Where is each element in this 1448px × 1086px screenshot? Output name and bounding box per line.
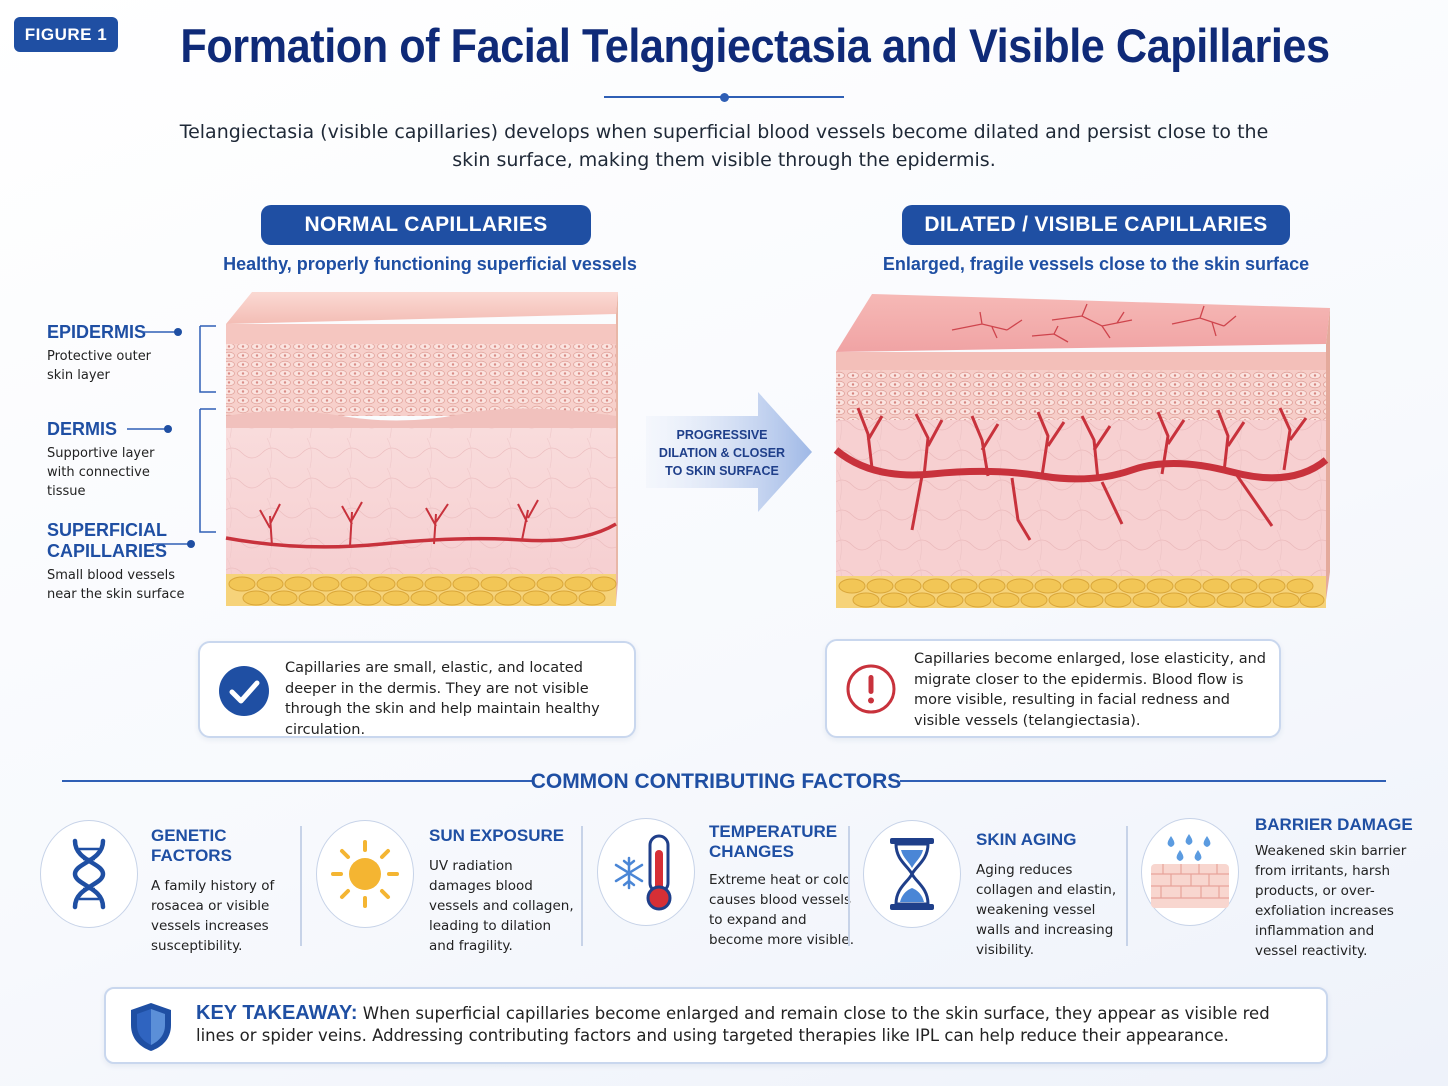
factor-title: GENETIC FACTORS: [151, 826, 232, 865]
factor-desc: Extreme heat or cold causes blood vessel…: [709, 872, 855, 948]
factor-title: SUN EXPOSURE: [429, 826, 565, 845]
layer-label-epidermis: EPIDERMIS Protective outer skin layer: [47, 322, 197, 385]
factor-barrier-damage: BARRIER DAMAGE Weakened skin barrier fro…: [1255, 815, 1415, 961]
factor-icon-circle: [1141, 818, 1239, 926]
layer-connectors: [127, 325, 216, 548]
factor-separator: [848, 826, 850, 946]
checkmark-icon: [219, 666, 269, 716]
layer-title: EPIDERMIS: [47, 322, 147, 342]
hourglass-icon: [890, 838, 934, 910]
layer-label-superficial-capillaries: SUPERFICIAL CAPILLARIES Small blood vess…: [47, 520, 197, 604]
dna-icon: [72, 838, 106, 910]
layer-desc: Small blood vessels near the skin surfac…: [47, 568, 185, 602]
dilated-capillaries-label: DILATED / VISIBLE CAPILLARIES: [902, 205, 1290, 245]
dilated-skin-cross-section: [833, 294, 1330, 608]
factor-separator: [581, 826, 583, 946]
progression-arrow-text: PROGRESSIVE DILATION & CLOSER TO SKIN SU…: [658, 428, 786, 478]
layer-desc: Supportive layer with connective tissue: [47, 446, 155, 499]
sun-icon: [331, 840, 399, 908]
key-takeaway-label: KEY TAKEAWAY:: [196, 1002, 358, 1024]
dilated-info-text: Capillaries become enlarged, lose elasti…: [914, 651, 1267, 729]
progression-arrow: [646, 392, 812, 512]
factor-genetic: GENETIC FACTORS A family history of rosa…: [151, 826, 296, 956]
factor-icon-circle: [863, 820, 961, 928]
factor-desc: UV radiation damages blood vessels and c…: [429, 858, 574, 954]
figure-badge: FIGURE 1: [14, 17, 118, 52]
factor-separator: [300, 826, 302, 946]
factor-desc: A family history of rosacea or visible v…: [151, 878, 275, 954]
skin-barrier-icon: [1151, 834, 1229, 908]
section-divider-right: [900, 780, 1386, 782]
factor-icon-circle: [597, 818, 695, 926]
exclamation-icon: [846, 664, 896, 714]
layer-label-dermis: DERMIS Supportive layer with connective …: [47, 419, 197, 501]
dilated-info-box: Capillaries become enlarged, lose elasti…: [825, 639, 1281, 738]
factor-sun-exposure: SUN EXPOSURE UV radiation damages blood …: [429, 826, 579, 956]
title-divider-dot: [720, 93, 729, 102]
factor-desc: Aging reduces collagen and elastin, weak…: [976, 862, 1117, 958]
key-takeaway-box: KEY TAKEAWAY: When superficial capillari…: [104, 987, 1328, 1064]
factor-icon-circle: [40, 820, 138, 928]
factors-section-title: COMMON CONTRIBUTING FACTORS: [530, 770, 902, 793]
normal-capillaries-label: NORMAL CAPILLARIES: [261, 205, 591, 245]
normal-skin-cross-section: [225, 292, 618, 606]
factor-skin-aging: SKIN AGING Aging reduces collagen and el…: [976, 830, 1126, 960]
layer-title: DERMIS: [47, 419, 118, 439]
section-divider-left: [62, 780, 532, 782]
factor-desc: Weakened skin barrier from irritants, ha…: [1255, 843, 1407, 959]
shield-icon: [131, 1003, 171, 1051]
dilated-capillaries-subtitle: Enlarged, fragile vessels close to the s…: [882, 254, 1310, 274]
normal-capillaries-subtitle: Healthy, properly functioning superficia…: [223, 254, 637, 274]
factor-icon-circle: [316, 820, 414, 928]
intro-text: Telangiectasia (visible capillaries) dev…: [179, 121, 1269, 171]
factor-separator: [1126, 826, 1128, 946]
thermometer-icon: [614, 834, 672, 911]
normal-info-text: Capillaries are small, elastic, and loca…: [285, 660, 600, 738]
layer-title: SUPERFICIAL CAPILLARIES: [47, 520, 168, 561]
factor-temperature-changes: TEMPERATURE CHANGES Extreme heat or cold…: [709, 822, 854, 950]
factor-title: SKIN AGING: [976, 830, 1077, 849]
layer-desc: Protective outer skin layer: [47, 349, 152, 383]
factor-title: BARRIER DAMAGE: [1255, 815, 1413, 834]
page-title: Formation of Facial Telangiectasia and V…: [180, 19, 1330, 72]
key-takeaway-body: When superficial capillaries become enla…: [196, 1004, 1270, 1045]
key-takeaway-text: KEY TAKEAWAY: When superficial capillari…: [196, 1002, 1306, 1047]
normal-info-box: Capillaries are small, elastic, and loca…: [198, 641, 636, 738]
factor-title: TEMPERATURE CHANGES: [709, 822, 838, 861]
